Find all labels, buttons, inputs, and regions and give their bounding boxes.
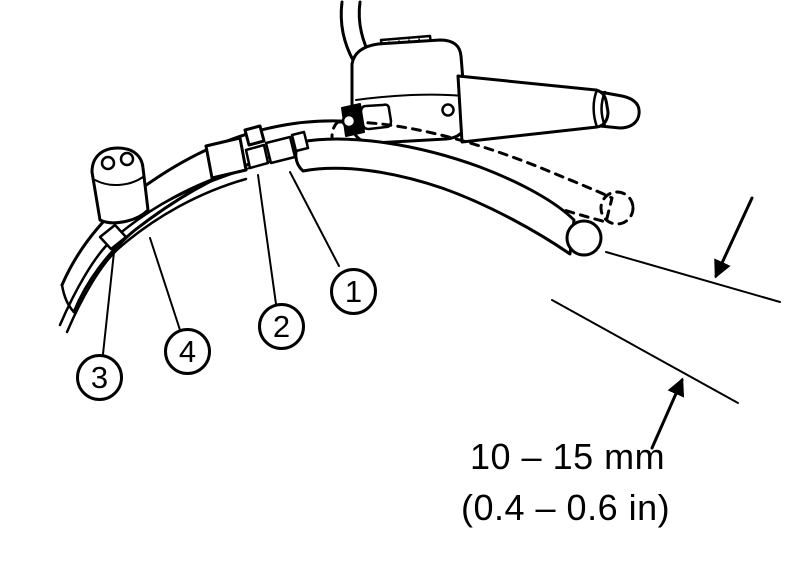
cable-adjuster-assembly xyxy=(204,124,310,180)
callout-4-label: 4 xyxy=(178,334,197,369)
measurement-metric-label: 10 – 15 mm xyxy=(470,436,666,477)
bottom-arrow-icon xyxy=(650,377,685,450)
leader-line-3 xyxy=(102,251,115,355)
clutch-lever-solid xyxy=(294,103,603,257)
callout-2-label: 2 xyxy=(272,309,291,344)
cable-clip xyxy=(98,223,128,251)
callout-1: 1 xyxy=(330,268,377,315)
measurement-arrows xyxy=(650,196,754,450)
free-play-gap-lines xyxy=(551,251,781,404)
callout-leader-lines xyxy=(102,171,340,355)
callout-1-label: 1 xyxy=(344,274,363,309)
switch-housing xyxy=(350,34,468,145)
callout-3-label: 3 xyxy=(90,360,109,395)
leader-line-4 xyxy=(149,237,181,331)
callout-3: 3 xyxy=(76,354,123,401)
handlebar-grip xyxy=(456,74,641,144)
leader-line-1 xyxy=(289,171,340,267)
top-arrow-icon xyxy=(714,196,754,279)
callout-4: 4 xyxy=(164,328,211,375)
measurement-imperial-label: (0.4 – 0.6 in) xyxy=(461,487,671,528)
callout-2: 2 xyxy=(258,303,305,350)
mirror-boss xyxy=(90,146,150,225)
leader-line-2 xyxy=(257,174,277,305)
